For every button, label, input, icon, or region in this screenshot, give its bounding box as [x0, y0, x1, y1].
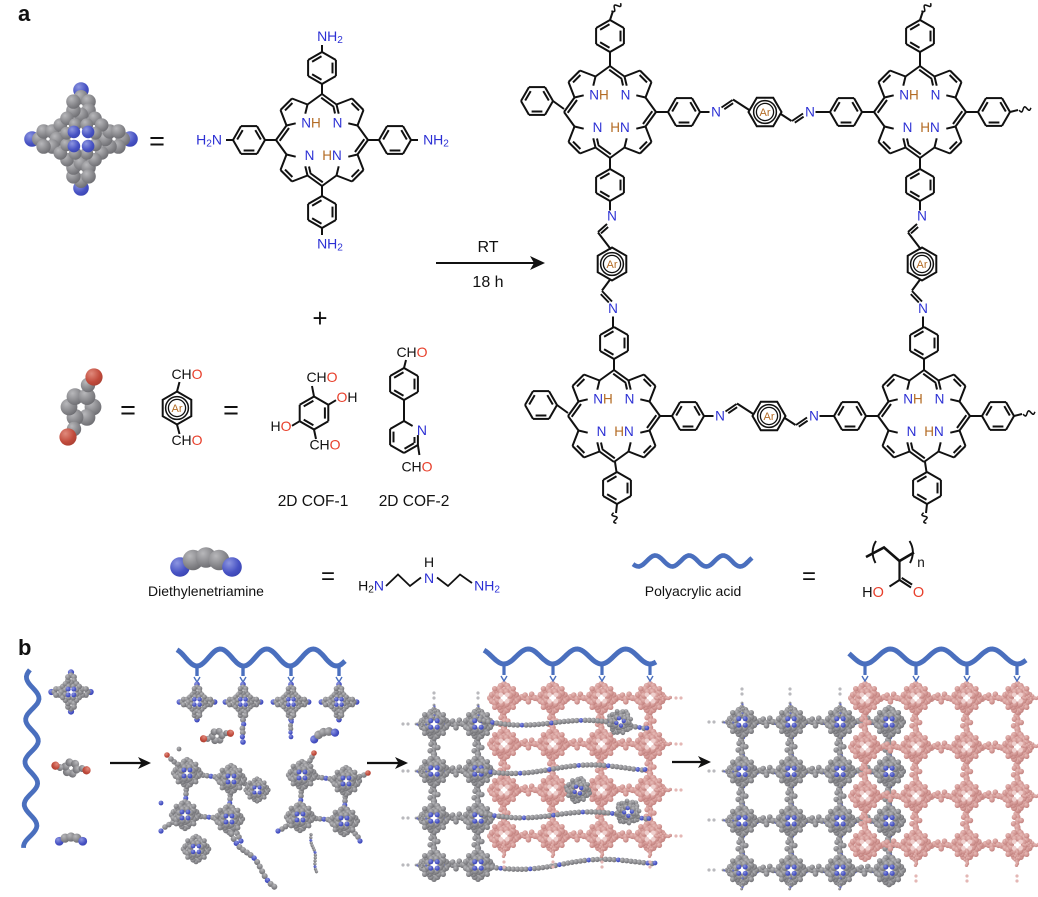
- svg-text:N: N: [809, 409, 819, 424]
- svg-text:NH2: NH2: [317, 236, 343, 254]
- svg-text:N: N: [711, 105, 721, 120]
- svg-text:O: O: [913, 585, 924, 601]
- svg-text:N: N: [918, 301, 928, 316]
- svg-text:N: N: [593, 120, 603, 135]
- svg-text:N: N: [607, 209, 617, 224]
- svg-text:N: N: [608, 301, 618, 316]
- svg-text:N: N: [424, 570, 434, 586]
- svg-text:N: N: [805, 105, 815, 120]
- svg-text:NH2: NH2: [317, 28, 343, 46]
- svg-text:NH: NH: [589, 88, 609, 103]
- svg-text:Ar: Ar: [607, 259, 618, 271]
- svg-text:N: N: [931, 88, 941, 103]
- svg-text:N: N: [903, 120, 913, 135]
- svg-text:N: N: [917, 209, 927, 224]
- svg-text:H2N: H2N: [196, 132, 222, 150]
- svg-text:=: =: [321, 563, 335, 590]
- svg-text:HO: HO: [862, 585, 884, 601]
- svg-text:=: =: [802, 563, 816, 590]
- svg-text:=: =: [120, 395, 136, 425]
- svg-text:Ar: Ar: [917, 259, 928, 271]
- svg-text:N: N: [597, 424, 607, 439]
- svg-text:NH: NH: [301, 116, 321, 131]
- svg-text:=: =: [149, 126, 165, 156]
- svg-text:HN: HN: [614, 424, 634, 439]
- svg-text:NH: NH: [899, 88, 919, 103]
- svg-text:CHO: CHO: [306, 369, 337, 385]
- svg-text:CHO: CHO: [309, 437, 340, 453]
- svg-text:RT: RT: [477, 239, 498, 256]
- svg-text:Polyacrylic acid: Polyacrylic acid: [645, 583, 741, 599]
- svg-text:H2N: H2N: [358, 578, 384, 596]
- svg-text:HN: HN: [924, 424, 944, 439]
- svg-text:N: N: [625, 392, 635, 407]
- svg-text:NH2: NH2: [423, 132, 449, 150]
- svg-text:NH: NH: [903, 392, 923, 407]
- svg-text:HN: HN: [322, 148, 342, 163]
- svg-text:Diethylenetriamine: Diethylenetriamine: [148, 583, 264, 599]
- svg-text:NH: NH: [593, 392, 613, 407]
- svg-text:2D COF-1: 2D COF-1: [278, 493, 349, 510]
- svg-text:H: H: [424, 554, 434, 570]
- svg-text:HN: HN: [920, 120, 940, 135]
- svg-text:a: a: [18, 1, 31, 26]
- svg-text:CHO: CHO: [171, 432, 202, 448]
- svg-text:2D COF-2: 2D COF-2: [379, 493, 450, 510]
- svg-text:Ar: Ar: [172, 403, 183, 415]
- svg-text:N: N: [907, 424, 917, 439]
- svg-text:N: N: [715, 409, 725, 424]
- svg-text:HO: HO: [270, 418, 291, 434]
- svg-text:=: =: [223, 395, 239, 425]
- svg-text:NH2: NH2: [474, 578, 500, 596]
- svg-text:N: N: [417, 422, 427, 438]
- svg-text:n: n: [917, 555, 925, 570]
- svg-text:N: N: [333, 116, 343, 131]
- svg-text:Ar: Ar: [764, 411, 775, 423]
- svg-text:N: N: [305, 148, 315, 163]
- svg-text:18 h: 18 h: [472, 274, 503, 291]
- svg-text:CHO: CHO: [401, 459, 432, 475]
- svg-text:N: N: [621, 88, 631, 103]
- svg-text:CHO: CHO: [171, 366, 202, 382]
- svg-text:b: b: [18, 635, 31, 660]
- svg-text:+: +: [312, 303, 327, 333]
- svg-text:N: N: [935, 392, 945, 407]
- svg-text:CHO: CHO: [396, 344, 427, 360]
- svg-text:OH: OH: [336, 389, 357, 405]
- svg-text:Ar: Ar: [760, 107, 771, 119]
- svg-text:HN: HN: [610, 120, 630, 135]
